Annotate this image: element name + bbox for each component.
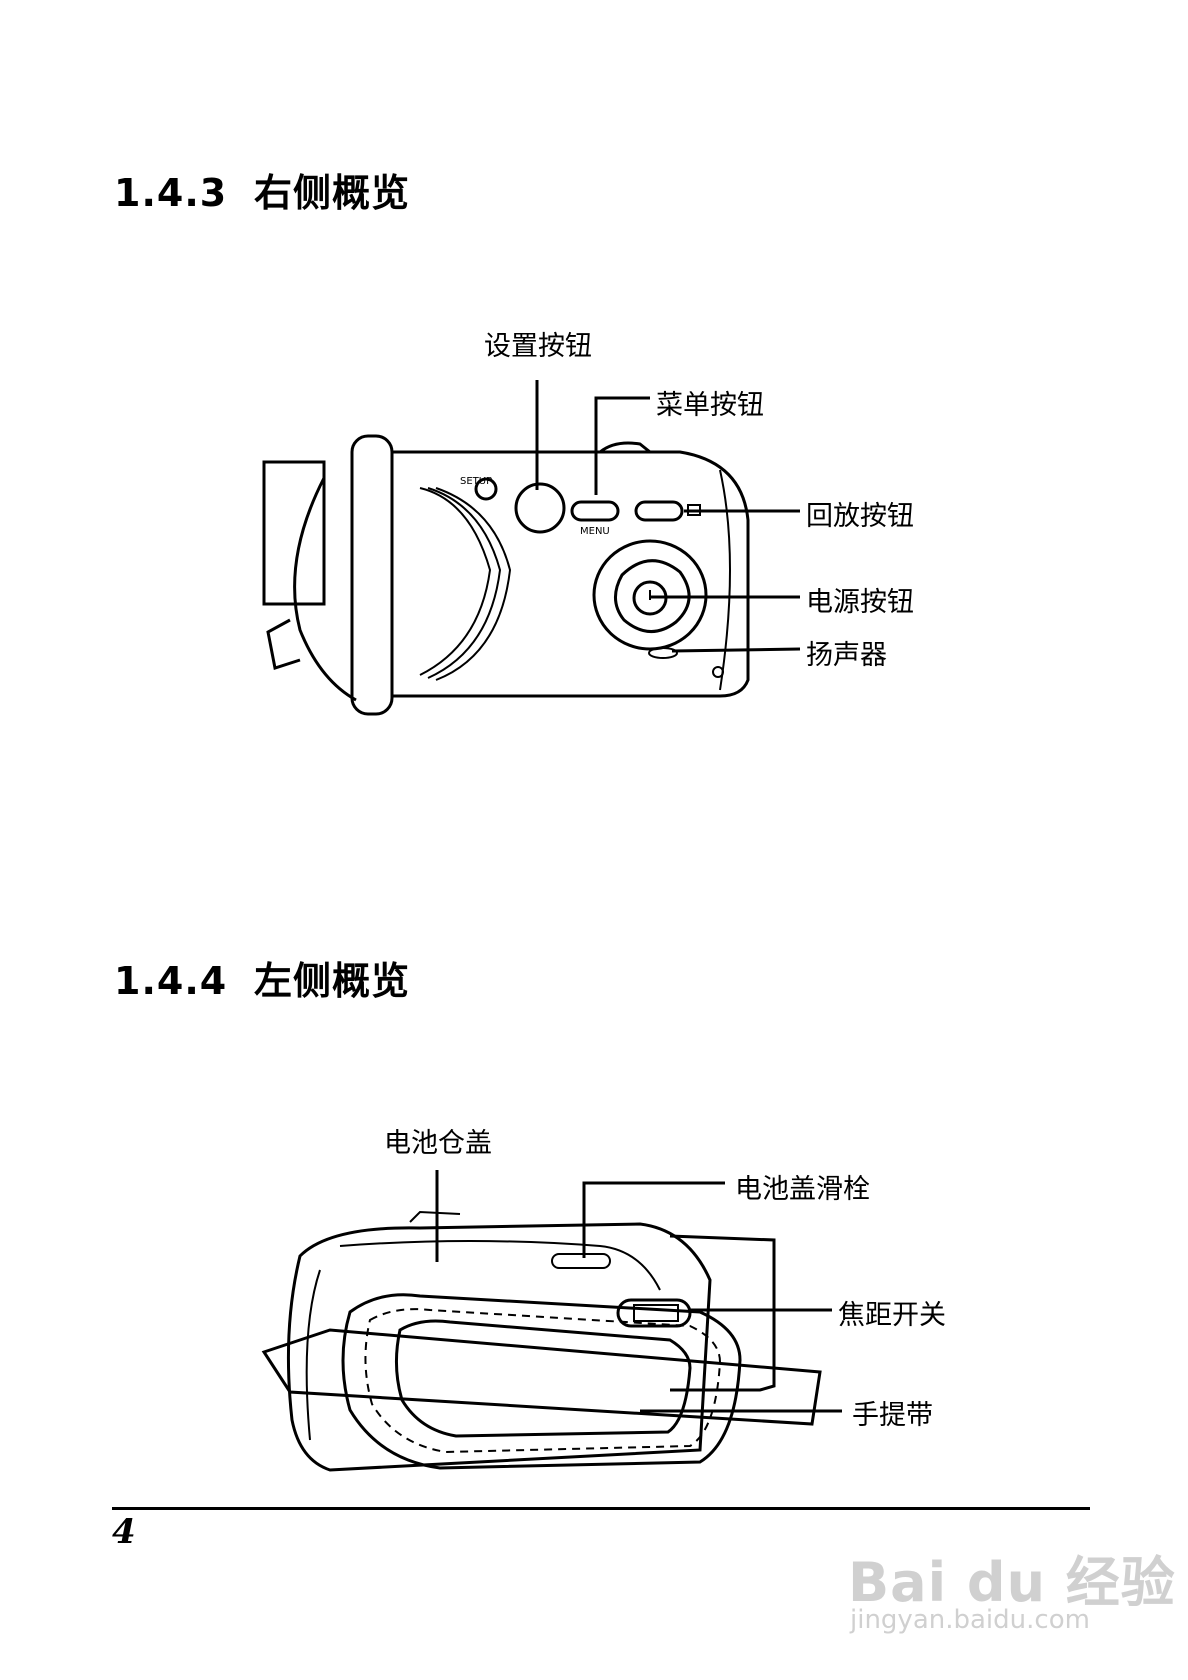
mode-dial	[592, 539, 708, 651]
speaker-grill	[648, 647, 678, 659]
label-playback-button: 回放按钮	[806, 501, 914, 532]
body-side-contour	[719, 469, 731, 691]
screw-icon	[712, 666, 724, 678]
top-button	[409, 1210, 461, 1223]
leader-speaker	[671, 647, 801, 653]
hinge-ribs-inner-2	[435, 487, 512, 681]
watermark-url: jingyan.baidu.com	[850, 1605, 1090, 1635]
dial-grip	[614, 559, 691, 633]
strap-stitching	[364, 1308, 722, 1454]
label-battery-cover: 电池仓盖	[384, 1128, 492, 1159]
section-number: 1.4.4	[114, 959, 228, 1003]
front-ribs	[305, 1269, 321, 1441]
label-battery-latch: 电池盖滑栓	[735, 1174, 870, 1205]
setup-device-text: SETUP	[460, 476, 492, 487]
menu-button	[570, 500, 620, 522]
top-ridge	[599, 441, 651, 454]
menu-device-text: MENU	[580, 526, 610, 537]
section-title: 右侧概览	[254, 171, 411, 215]
battery-latch	[551, 1253, 611, 1269]
lens-hood-curve	[293, 477, 357, 702]
label-power-button: 电源按钮	[806, 587, 914, 618]
setup-indicator	[474, 477, 498, 501]
battery-cover-edge	[339, 1240, 661, 1291]
section-number: 1.4.3	[114, 171, 228, 215]
lcd-panel	[669, 1234, 776, 1392]
label-hand-strap: 手提带	[852, 1400, 933, 1431]
page-number: 4	[112, 1512, 136, 1552]
section-heading-left-view: 1.4.4 左侧概览	[114, 950, 410, 1005]
label-setup-button: 设置按钮	[484, 331, 592, 362]
camera-body	[390, 450, 750, 698]
strap-band	[261, 1328, 822, 1426]
camera-body-left	[286, 1222, 712, 1472]
label-focus-switch: 焦距开关	[838, 1300, 946, 1331]
label-speaker: 扬声器	[806, 640, 887, 671]
hand-strap-pad	[341, 1293, 742, 1470]
leader-battery-latch	[582, 1181, 725, 1258]
focus-switch-slider	[633, 1304, 679, 1322]
section-title: 左侧概览	[254, 959, 411, 1003]
strap-loop	[266, 618, 301, 670]
hinge-ribs	[419, 487, 492, 676]
watermark-logo: Bai du 经验	[848, 1551, 1176, 1614]
footer-rule	[112, 1507, 1090, 1510]
playback-button	[634, 500, 684, 522]
strap-inner	[394, 1319, 692, 1438]
setup-button	[514, 482, 566, 534]
hinge-ribs-inner	[427, 487, 502, 679]
section-heading-right-view: 1.4.3 右侧概览	[114, 162, 410, 217]
label-menu-button: 菜单按钮	[656, 390, 764, 421]
focus-switch-housing	[616, 1298, 692, 1328]
leader-menu	[594, 396, 650, 495]
